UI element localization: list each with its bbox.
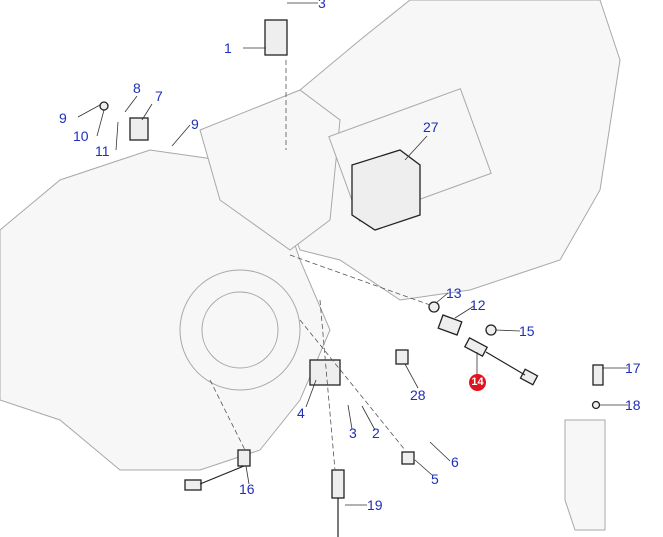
part-4-sensor: [309, 359, 341, 386]
callout-3-top[interactable]: 3: [318, 0, 326, 11]
callout-9-right[interactable]: 9: [191, 116, 199, 132]
callout-17[interactable]: 17: [625, 360, 641, 376]
part-14-sensor: [463, 337, 489, 357]
part-14-connector: [519, 368, 539, 386]
callout-1[interactable]: 1: [224, 40, 232, 56]
callout-11[interactable]: 11: [95, 143, 110, 159]
callout-14-highlighted[interactable]: 14: [469, 374, 486, 391]
part-18-washer: [591, 400, 601, 410]
clutch-ring: [201, 291, 279, 369]
assembly-guide-lines: [209, 60, 431, 471]
part-10-washer: [99, 101, 109, 111]
part-13-oring: [428, 301, 440, 313]
part-27-module: [351, 149, 421, 231]
part-19-sensor: [331, 469, 345, 499]
callout-12[interactable]: 12: [470, 297, 486, 313]
callout-27[interactable]: 27: [423, 119, 439, 135]
callout-5[interactable]: 5: [431, 471, 439, 487]
part-14-cable: [485, 351, 526, 376]
part-12-adapter: [437, 314, 463, 336]
callout-7[interactable]: 7: [155, 88, 163, 104]
callout-8[interactable]: 8: [133, 80, 141, 96]
part-1-sensor: [264, 19, 288, 56]
callout-6[interactable]: 6: [451, 454, 459, 470]
callout-10[interactable]: 10: [73, 128, 89, 144]
part-17-switch: [592, 364, 604, 386]
part-7-bracket: [129, 117, 149, 141]
filter-canister: [564, 419, 606, 531]
callout-28[interactable]: 28: [410, 387, 426, 403]
callout-19[interactable]: 19: [367, 497, 383, 513]
part-16-cable: [199, 465, 245, 485]
callout-3[interactable]: 3: [349, 425, 357, 441]
callout-15[interactable]: 15: [519, 323, 535, 339]
part-15-nut: [485, 324, 497, 336]
part-16-connector: [184, 479, 202, 491]
part-16-sensor: [237, 449, 251, 467]
callout-18[interactable]: 18: [625, 397, 641, 413]
callout-2[interactable]: 2: [372, 425, 380, 441]
callout-13[interactable]: 13: [446, 285, 462, 301]
callout-4[interactable]: 4: [297, 405, 305, 421]
part-5-plug: [401, 451, 415, 465]
callout-9-left[interactable]: 9: [59, 110, 67, 126]
part-28-plug: [395, 349, 409, 365]
leader-lines: [77, 2, 628, 506]
top-cover: [199, 89, 341, 251]
callout-16[interactable]: 16: [239, 481, 255, 497]
